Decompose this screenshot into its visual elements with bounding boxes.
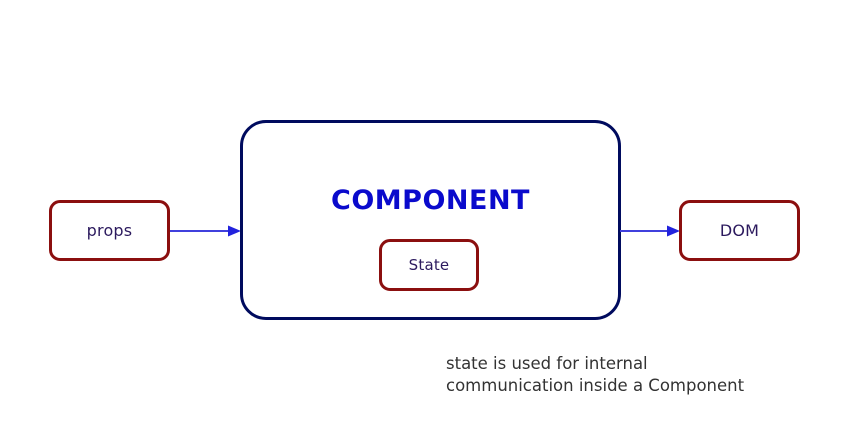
node-state-label: State: [408, 256, 450, 274]
diagram-caption: state is used for internal communication…: [446, 354, 745, 395]
node-props-label: props: [86, 221, 133, 240]
node-props[interactable]: props: [49, 200, 170, 261]
node-dom[interactable]: DOM: [679, 200, 800, 261]
props-to-component-arrow: [170, 224, 241, 238]
component-title: COMPONENT: [331, 185, 530, 216]
node-state[interactable]: State: [379, 239, 479, 291]
node-dom-label: DOM: [719, 221, 760, 240]
component-to-dom-arrow: [620, 224, 680, 238]
